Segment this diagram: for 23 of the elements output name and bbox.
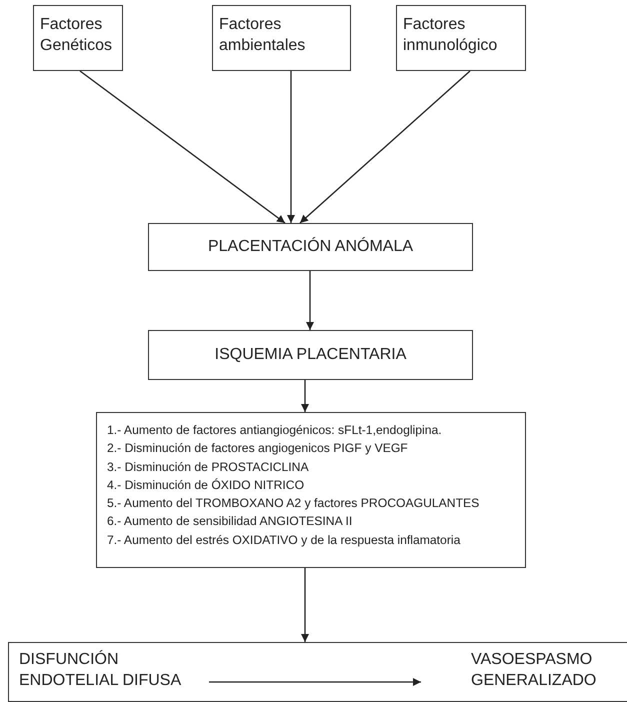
factor-box: Factores Genéticos: [33, 5, 123, 71]
process-box: PLACENTACIÓN ANÓMALA: [148, 223, 473, 271]
list-item: 2.- Disminución de factores angiogenicos PIGF y VEGF: [107, 440, 409, 458]
arrow: [300, 70, 470, 224]
outcome-box: [8, 642, 627, 702]
factor-box: Factores inmunológico: [396, 5, 526, 71]
list-item: 3.- Disminución de PROSTACICLINA: [107, 458, 310, 476]
list-item: 5.- Aumento del TROMBOXANO A2 y factores PROCOAGULANTES: [107, 495, 480, 512]
outcome-text: DISFUNCIÓN ENDOTELIAL DIFUSA: [19, 649, 219, 695]
list-item: 6.- Aumento de sensibilidad ANGIOTESINA II: [107, 513, 354, 530]
arrow: [287, 71, 295, 223]
arrow: [301, 380, 309, 412]
process-box: ISQUEMIA PLACENTARIA: [148, 330, 473, 380]
outcome-text: VASOESPASMO GENERALIZADO: [471, 649, 611, 695]
arrow: [209, 678, 421, 686]
list-box: [96, 412, 526, 568]
list-item: 7.- Aumento del estrés OXIDATIVO y de la respuesta inflamatoria: [107, 532, 462, 549]
arrow: [306, 271, 314, 330]
list-item: 4.- Disminución de ÓXIDO NITRICO: [107, 476, 306, 494]
arrow: [80, 70, 286, 224]
factor-box: Factores ambientales: [212, 5, 351, 71]
list-item: 1.- Aumento de factores antiangiogénicos: sFLt-1,endoglipina.: [107, 422, 443, 439]
arrow: [301, 568, 309, 642]
